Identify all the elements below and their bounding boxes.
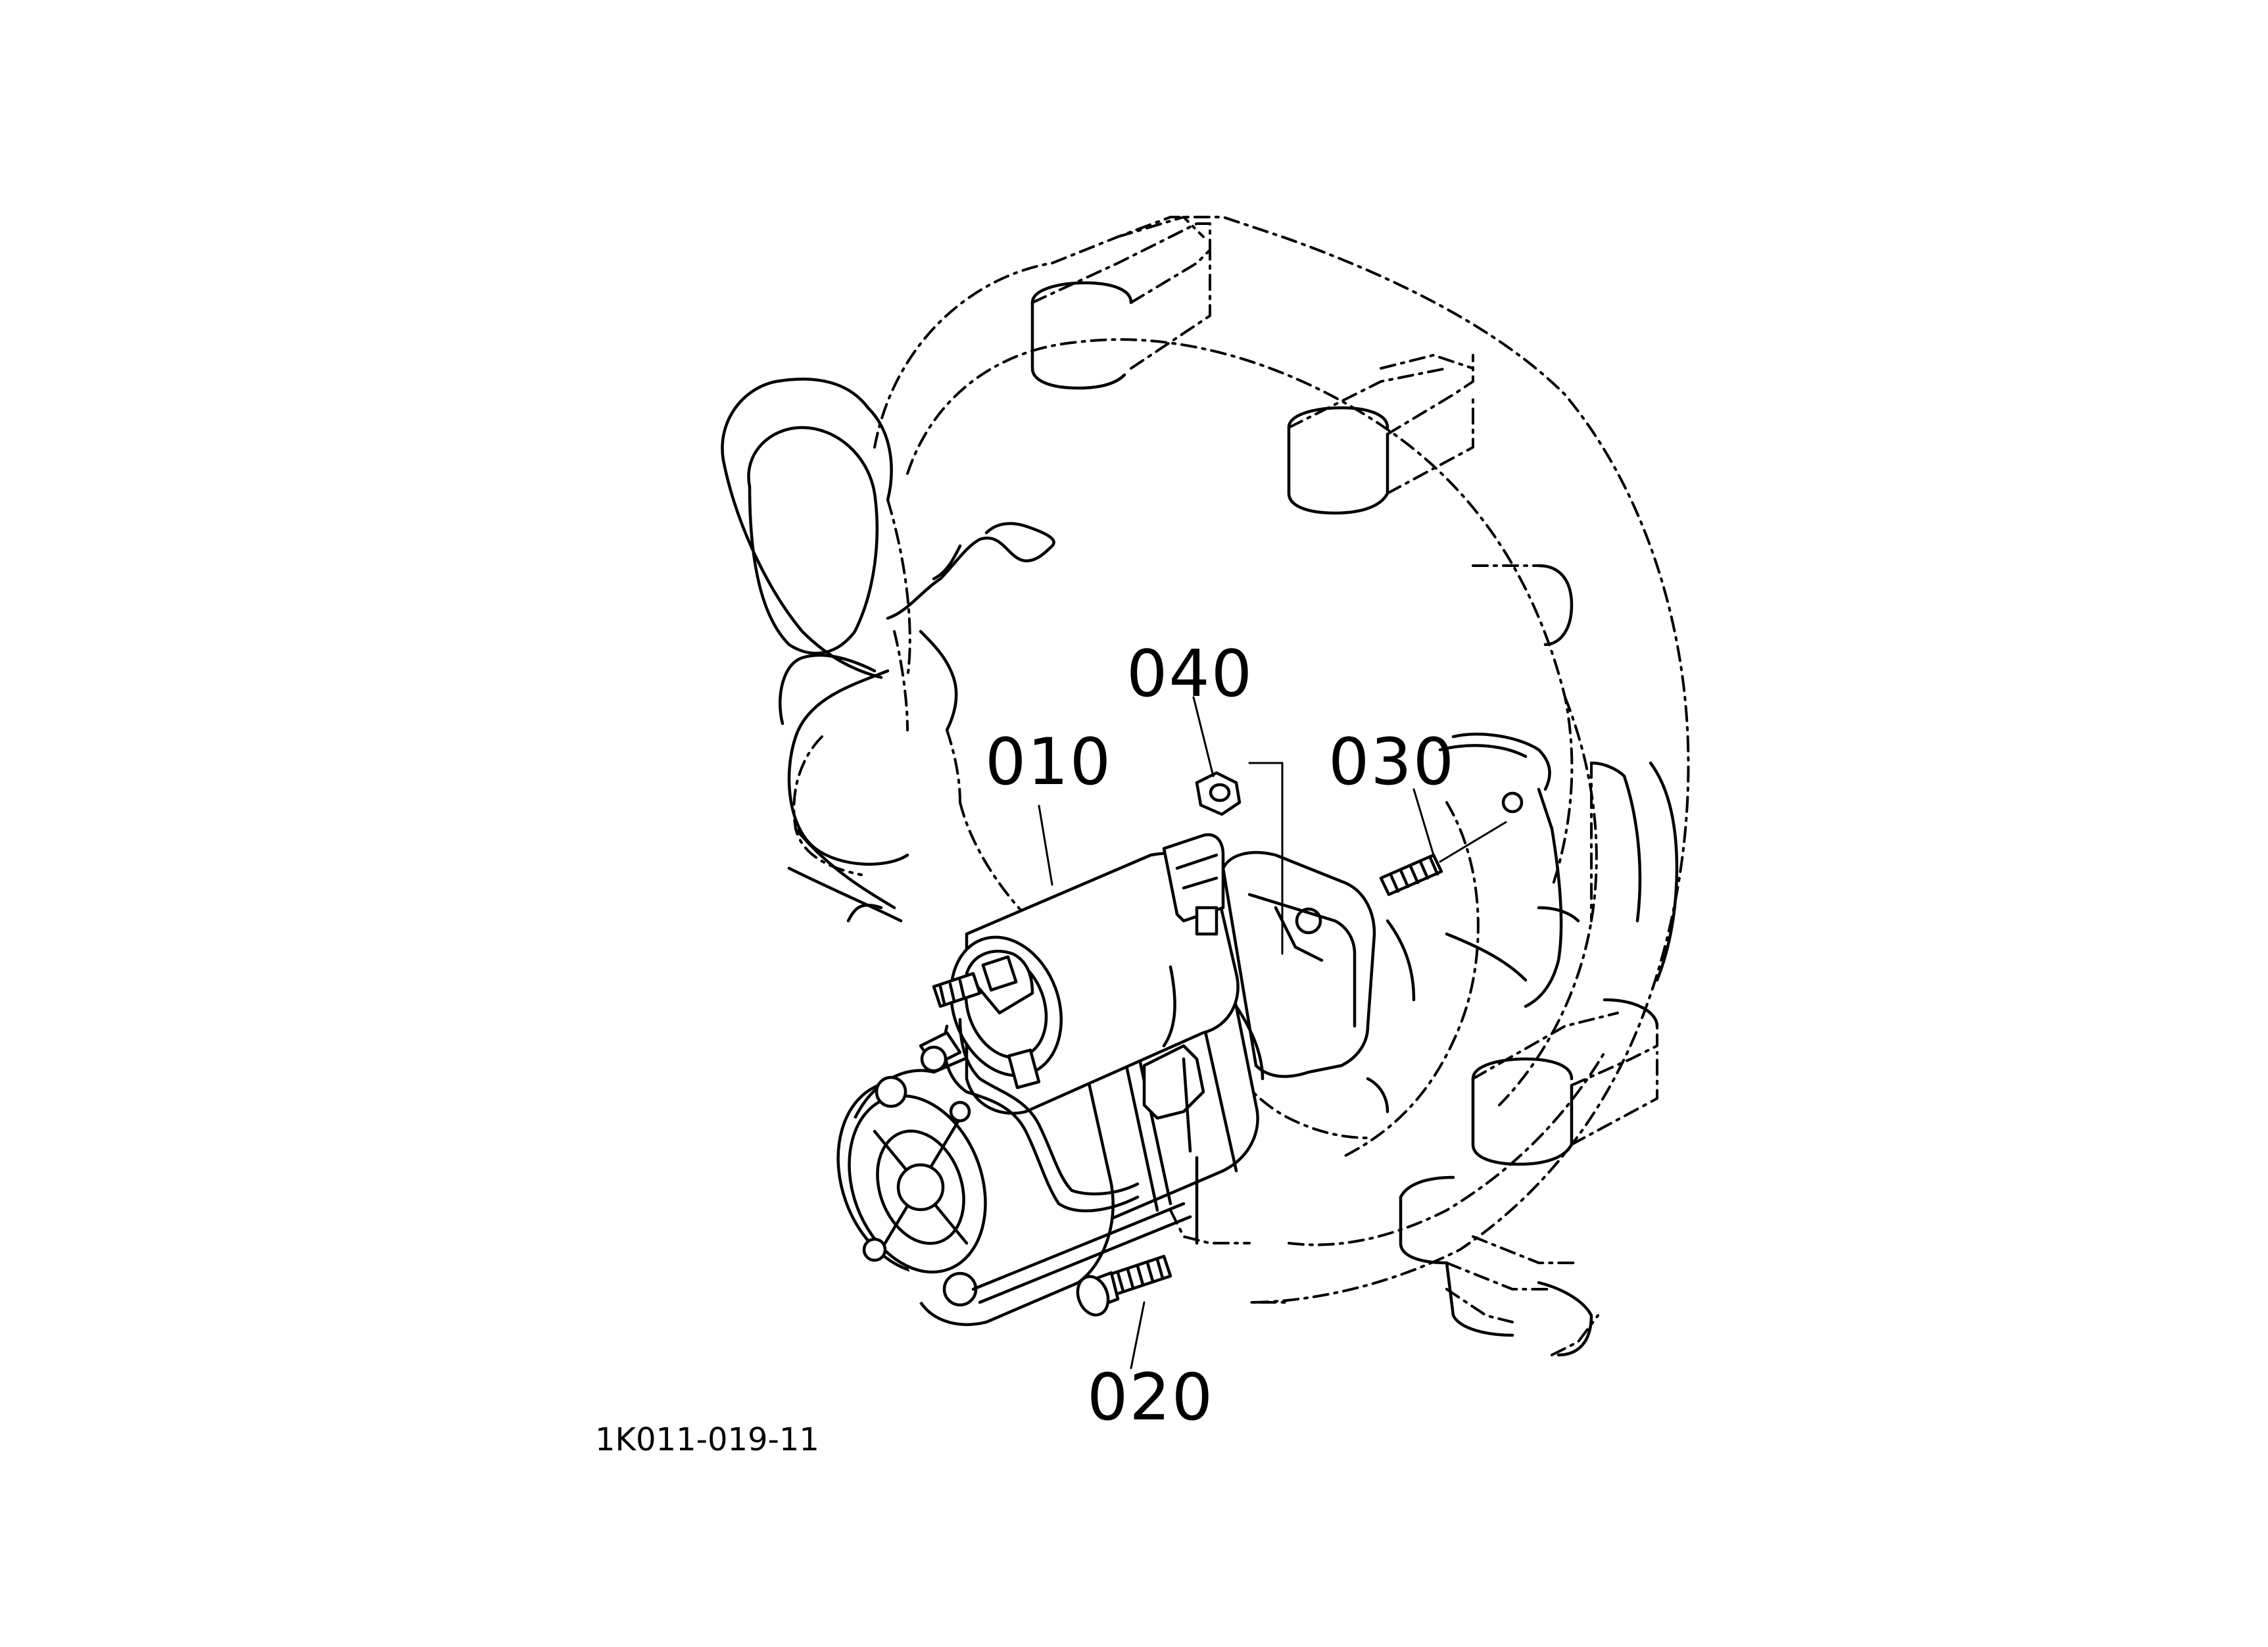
- leader-lines: [1038, 696, 1435, 1369]
- callout-030: 030: [1328, 725, 1455, 800]
- flywheel-housing-outline: [721, 216, 1690, 1357]
- callout-040: 040: [1126, 637, 1253, 712]
- callout-010: 010: [985, 725, 1112, 800]
- stud-030: [1379, 821, 1507, 897]
- starter-motor: [836, 833, 1376, 1326]
- drawing-code: 1K011-019-11: [595, 1421, 819, 1458]
- callout-020: 020: [1087, 1360, 1214, 1435]
- nut-040: [1195, 762, 1284, 955]
- bolt-020: [1076, 1254, 1172, 1317]
